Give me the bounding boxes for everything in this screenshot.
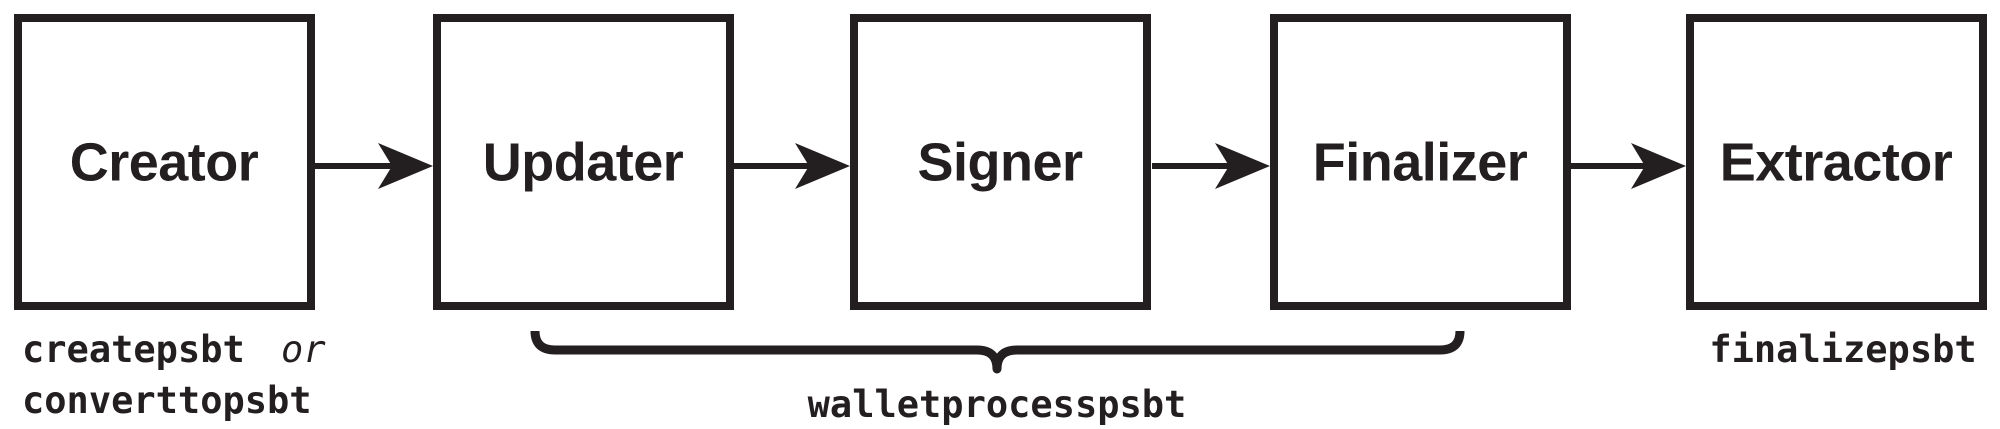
stage-node-signer[interactable]: Signer (850, 14, 1151, 310)
arrow-signer-to-finalizer (1152, 143, 1270, 189)
arrow-head-1 (378, 143, 433, 189)
stage-label-creator: Creator (70, 132, 259, 192)
caption-walletprocesspsbt: walletprocesspsbt (808, 383, 1187, 426)
arrow-finalizer-to-extractor (1570, 143, 1686, 189)
stage-label-extractor: Extractor (1720, 132, 1953, 192)
stage-box-updater (433, 14, 734, 310)
stage-label-updater: Updater (483, 132, 684, 192)
arrow-updater-to-signer (734, 143, 850, 189)
caption-or-conjunction: or (281, 328, 326, 371)
stage-box-finalizer (1270, 14, 1571, 310)
caption-creator-commands: createpsbt or converttopsbt (22, 328, 326, 422)
stage-node-updater[interactable]: Updater (433, 14, 734, 310)
arrow-creator-to-updater (315, 143, 433, 189)
arrow-head-4 (1631, 143, 1686, 189)
arrow-head-2 (795, 143, 850, 189)
caption-converttopsbt: converttopsbt (22, 379, 312, 422)
stage-box-creator (14, 14, 315, 310)
stage-box-signer (850, 14, 1151, 310)
stage-label-signer: Signer (917, 132, 1083, 192)
stage-node-extractor[interactable]: Extractor (1686, 14, 1987, 310)
stage-label-finalizer: Finalizer (1313, 132, 1528, 192)
caption-createpsbt: createpsbt (22, 328, 245, 371)
caption-finalizepsbt: finalizepsbt (1709, 328, 1976, 371)
stage-node-finalizer[interactable]: Finalizer (1270, 14, 1571, 310)
caption-createpsbt-line: createpsbt or (22, 328, 326, 371)
stage-node-creator[interactable]: Creator (14, 14, 315, 310)
arrow-head-3 (1215, 143, 1270, 189)
stage-box-extractor (1686, 14, 1987, 310)
grouping-brace (530, 330, 1465, 374)
